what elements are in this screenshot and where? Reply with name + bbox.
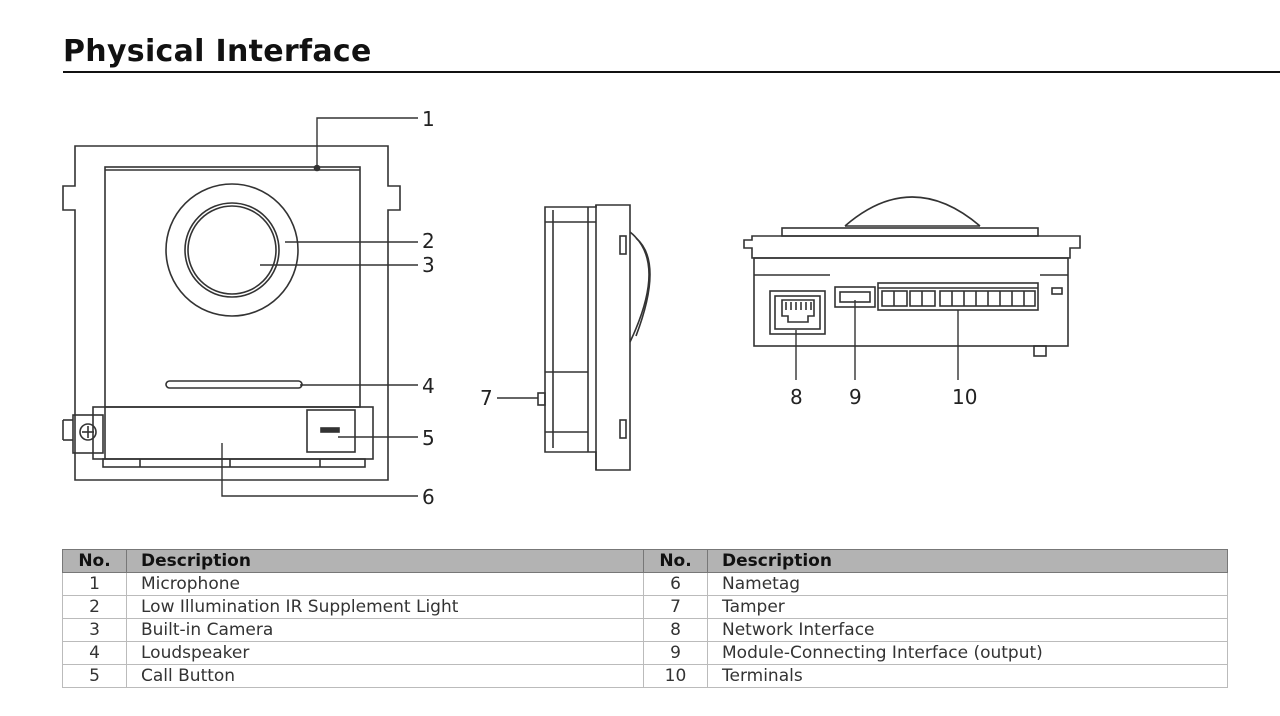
row-no: 10 — [643, 664, 708, 688]
leader-lines — [221, 117, 959, 497]
row-no: 4 — [62, 641, 127, 665]
row-no: 9 — [643, 641, 708, 665]
device-diagram: 1 2 3 4 5 6 7 8 9 10 — [62, 107, 1081, 509]
bottom-view — [743, 196, 1081, 357]
callout-7: 7 — [480, 386, 493, 410]
callout-4: 4 — [422, 374, 435, 398]
callout-3: 3 — [422, 253, 435, 277]
callout-9: 9 — [849, 385, 862, 409]
table-row: 2 Low Illumination IR Supplement Light 7… — [62, 595, 1228, 619]
tamper-switch — [537, 392, 546, 406]
header-no-right: No. — [643, 549, 708, 573]
callout-10: 10 — [952, 385, 977, 409]
interface-table: No. Description No. Description 1 Microp… — [62, 549, 1228, 688]
call-button — [306, 409, 356, 453]
row-description: Network Interface — [707, 618, 1228, 642]
header-description-right: Description — [707, 549, 1228, 573]
row-no: 5 — [62, 664, 127, 688]
row-description: Terminals — [707, 664, 1228, 688]
row-no: 8 — [643, 618, 708, 642]
table-row: 4 Loudspeaker 9 Module-Connecting Interf… — [62, 641, 1228, 665]
table-header-row: No. Description No. Description — [62, 549, 1228, 573]
title-underline — [63, 71, 1280, 73]
callout-1: 1 — [422, 107, 435, 131]
screw — [79, 423, 97, 441]
front-view — [62, 145, 401, 481]
ir-light-ring — [165, 183, 299, 317]
row-description: Tamper — [707, 595, 1228, 619]
row-no: 1 — [62, 572, 127, 596]
side-view — [537, 204, 651, 471]
row-no: 6 — [643, 572, 708, 596]
callout-2: 2 — [422, 229, 435, 253]
callout-5: 5 — [422, 426, 435, 450]
camera-lens — [184, 202, 280, 298]
header-no-left: No. — [62, 549, 127, 573]
header-description-left: Description — [126, 549, 644, 573]
microphone-hole — [313, 164, 321, 172]
row-no: 3 — [62, 618, 127, 642]
network-port — [769, 290, 826, 335]
table-row: 1 Microphone 6 Nametag — [62, 572, 1228, 596]
row-description: Call Button — [126, 664, 644, 688]
table-row: 5 Call Button 10 Terminals — [62, 664, 1228, 688]
callout-6: 6 — [422, 485, 435, 509]
bottom-body — [753, 257, 1069, 347]
row-description: Loudspeaker — [126, 641, 644, 665]
row-description: Microphone — [126, 572, 644, 596]
loudspeaker-slot — [165, 380, 303, 389]
row-no: 7 — [643, 595, 708, 619]
row-no: 2 — [62, 595, 127, 619]
callout-8: 8 — [790, 385, 803, 409]
row-description: Low Illumination IR Supplement Light — [126, 595, 644, 619]
row-description: Nametag — [707, 572, 1228, 596]
row-description: Module-Connecting Interface (output) — [707, 641, 1228, 665]
screw-housing — [72, 414, 104, 454]
bottom-dome — [844, 196, 981, 227]
front-frame — [62, 145, 401, 481]
table-row: 3 Built-in Camera 8 Network Interface — [62, 618, 1228, 642]
row-description: Built-in Camera — [126, 618, 644, 642]
page-title: Physical Interface — [63, 34, 372, 69]
